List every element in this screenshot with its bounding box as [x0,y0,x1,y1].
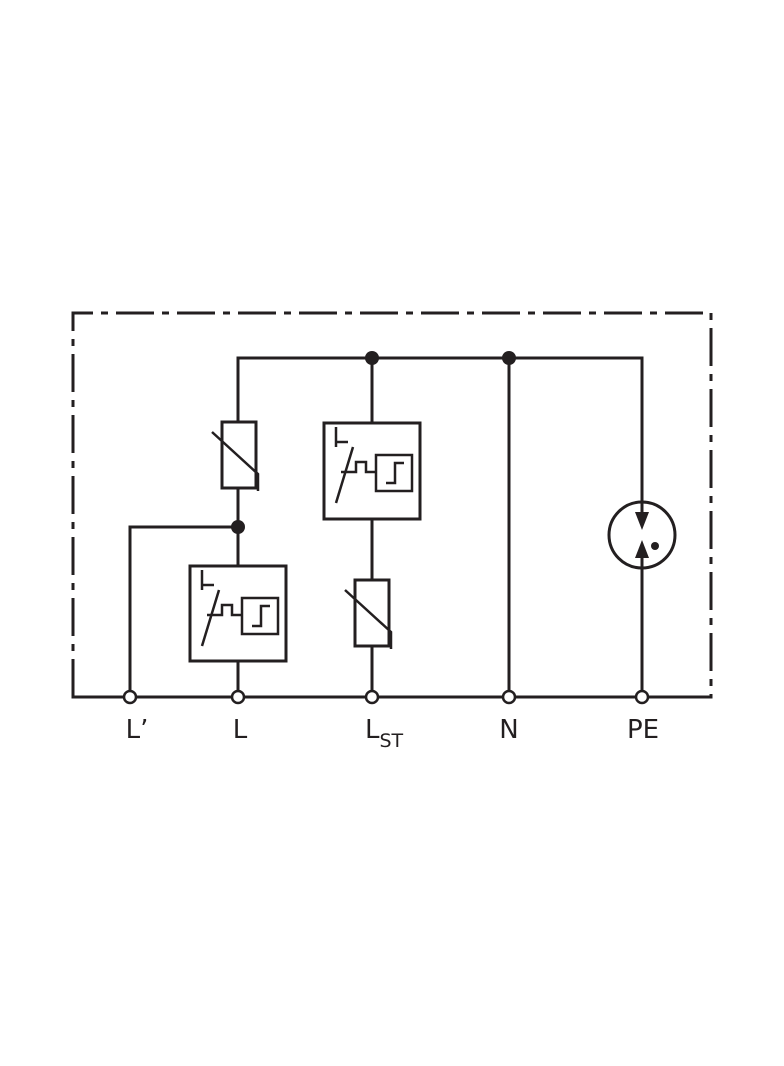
top-bus [236,356,644,507]
terminal-l-prime [122,689,138,705]
label-lst-main: L [365,715,380,745]
label-n: N [499,715,518,745]
thermal-disconnector-lst [322,421,422,521]
terminal-lst [364,689,380,705]
junction-dot [231,520,245,534]
enclosure-frame [71,311,713,697]
junction-dot [502,351,516,365]
gas-discharge-tube [607,500,677,570]
label-l-prime: L’ [126,715,149,745]
varistor-l [211,420,260,491]
label-l: L [233,715,248,745]
terminal-n [501,689,517,705]
label-pe: PE [627,715,659,745]
terminal-l [230,689,246,705]
terminal-pe [634,689,650,705]
l-prime-wire [128,525,240,699]
thermal-disconnector-l [188,564,288,663]
label-lst-sub: ST [380,730,404,752]
label-lst: LST [365,715,404,752]
varistor-lst [344,578,393,649]
junction-dot [365,351,379,365]
